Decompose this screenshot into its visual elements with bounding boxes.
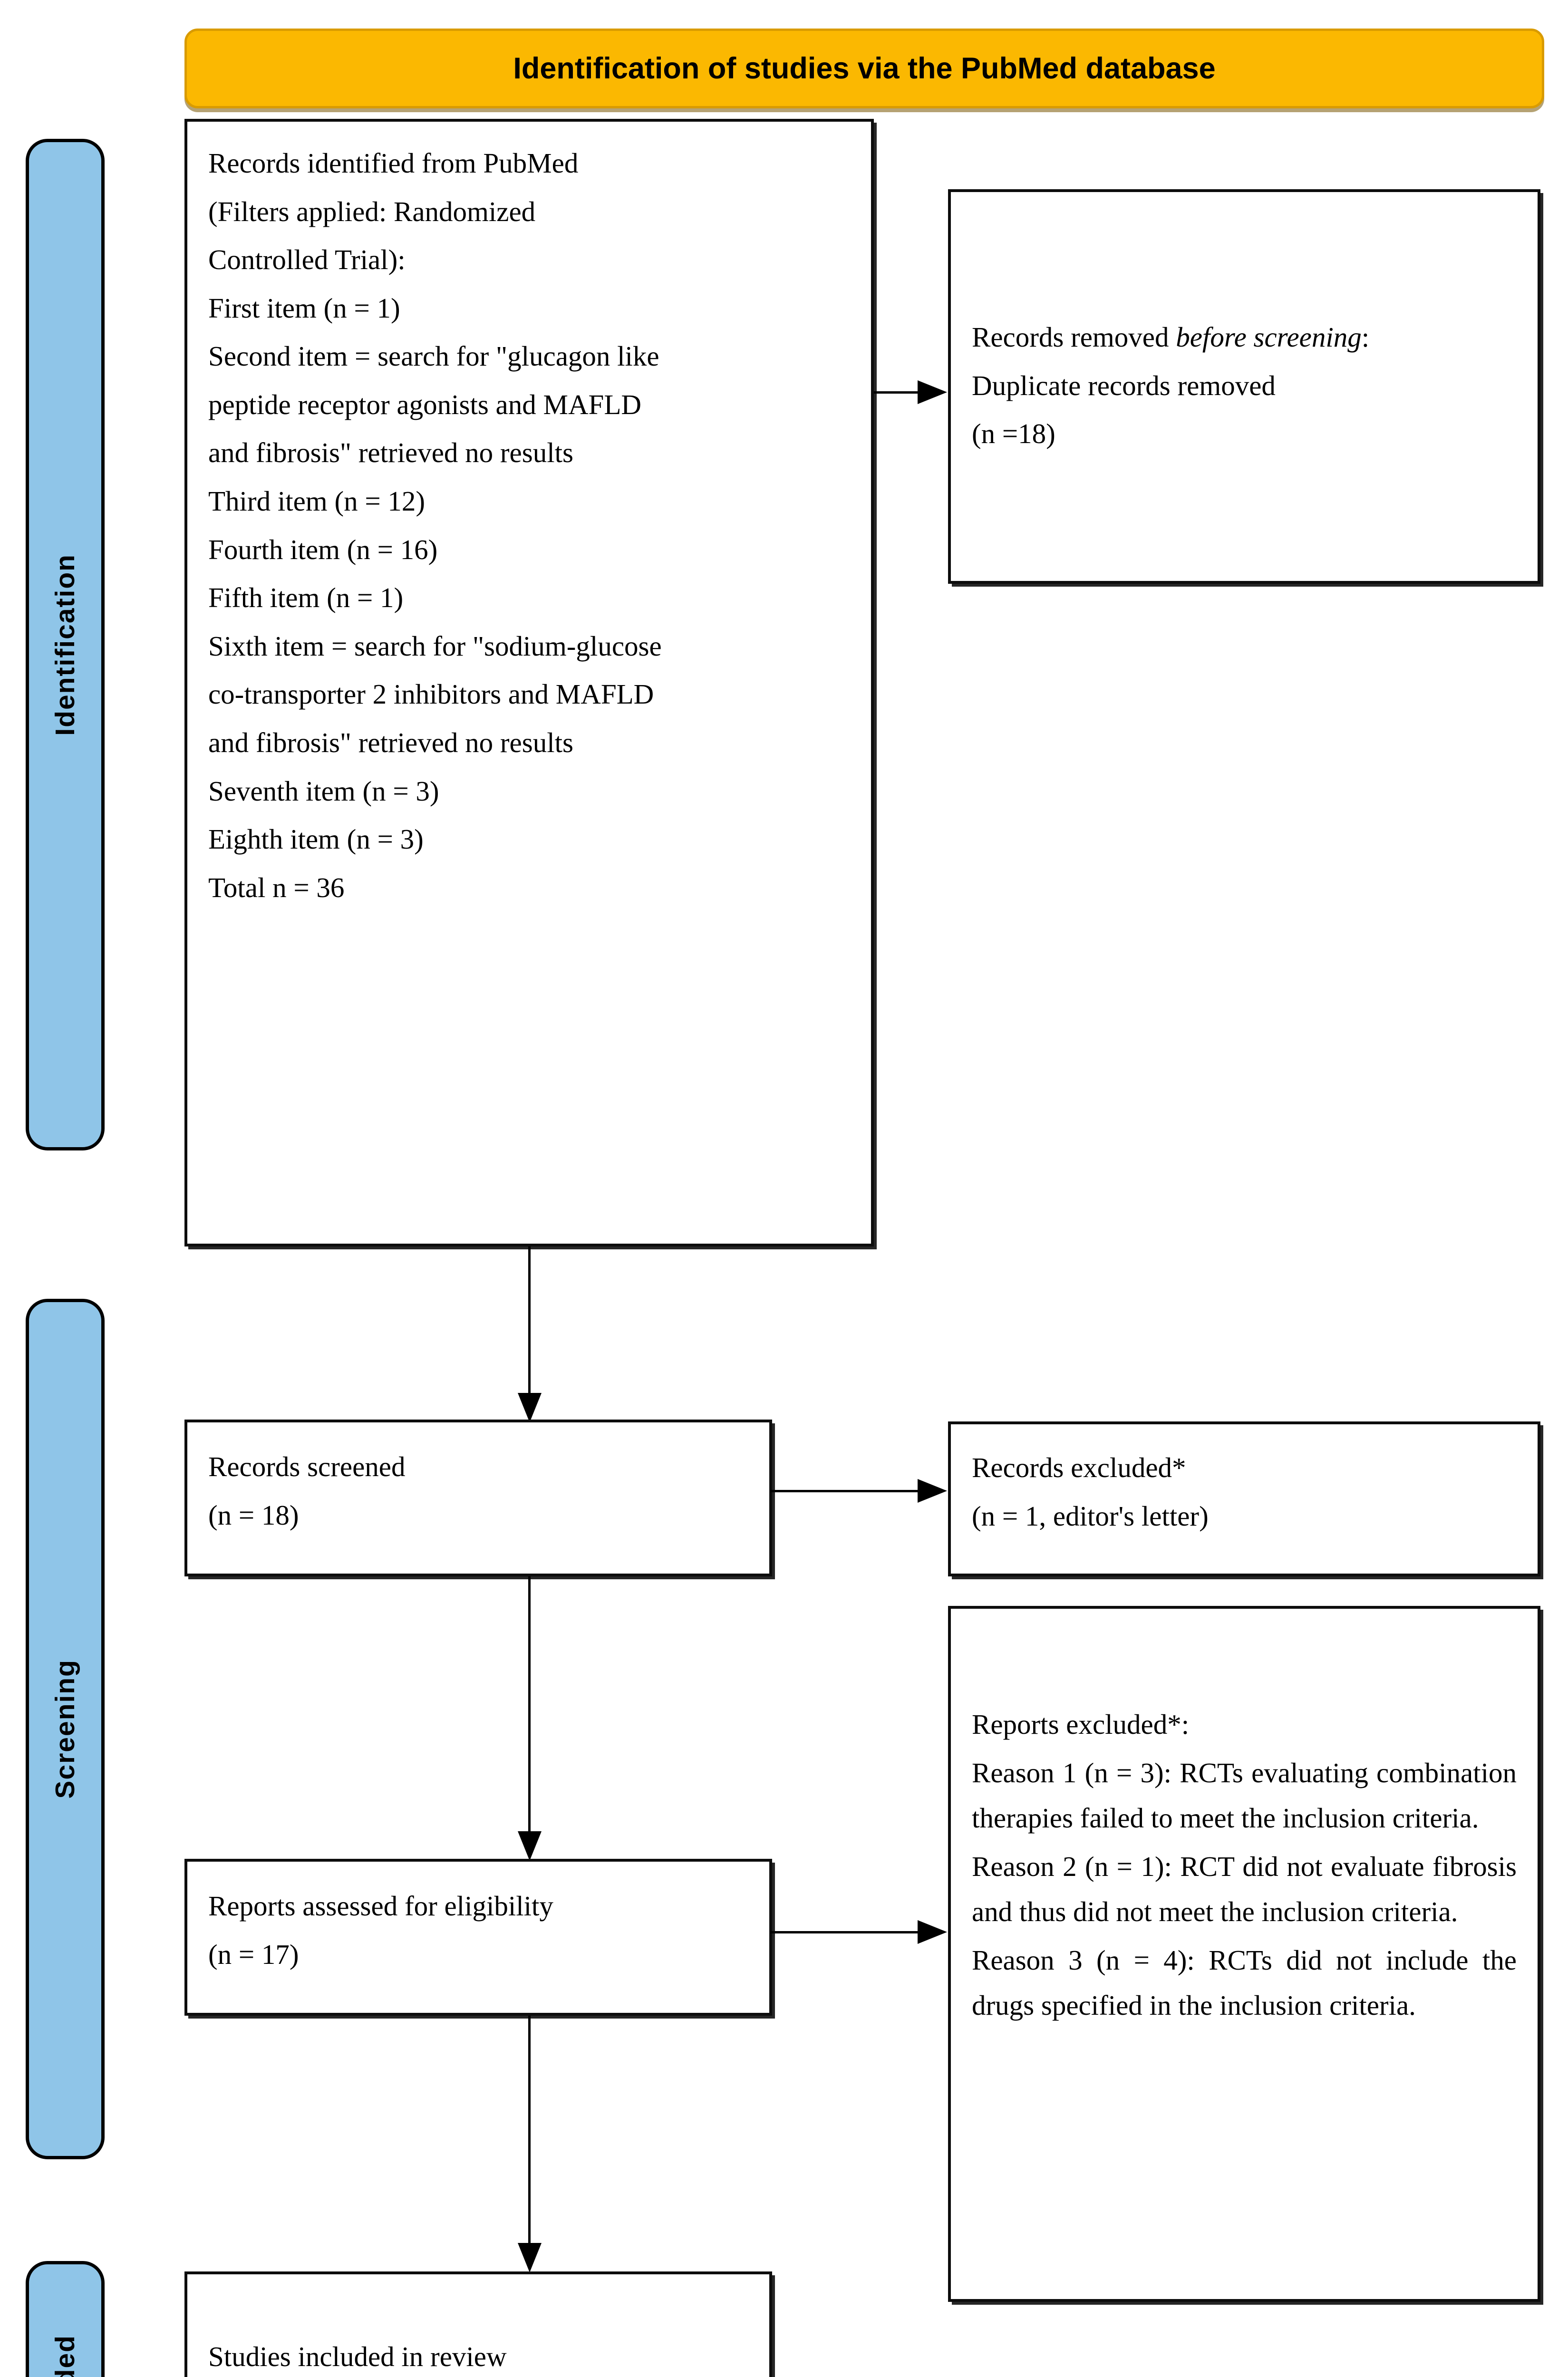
box-line: Records screened	[208, 1451, 406, 1482]
arrowhead-identified-to-screened	[518, 1393, 542, 1422]
box-records-screened: Records screened (n = 18)	[184, 1420, 772, 1576]
box-line: First item (n = 1)	[208, 292, 400, 324]
box-line: Third item (n = 12)	[208, 485, 426, 517]
box-records-removed: Records removed before screening: Duplic…	[948, 189, 1540, 584]
connector-identified-to-screened	[528, 1246, 531, 1403]
arrowhead-identified-to-removed	[918, 380, 947, 404]
box-line: (Filters applied: Randomized	[208, 195, 536, 227]
arrowhead-assessed-to-included	[518, 2243, 542, 2272]
arrowhead-screened-to-assessed	[518, 1831, 542, 1861]
stage-tab-included: Included	[26, 2261, 105, 2377]
box-line: co-transporter 2 inhibitors and MAFLD	[208, 678, 654, 710]
connector-screened-to-excluded	[770, 1490, 919, 1492]
box-records-identified-body: Records identified from PubMed (Filters …	[187, 122, 871, 925]
box-records-screened-body: Records screened (n = 18)	[187, 1422, 769, 1552]
connector-assessed-to-included	[528, 2016, 531, 2253]
header-banner: Identification of studies via the PubMed…	[184, 29, 1544, 108]
stage-tab-identification: Identification	[26, 139, 105, 1150]
stage-tab-screening-label: Screening	[50, 1659, 80, 1799]
box-records-excluded: Records excluded* (n = 1, editor's lette…	[948, 1421, 1540, 1576]
reports-excluded-reason-1: Reason 1 (n = 3): RCTs evaluating combin…	[972, 1757, 1517, 1834]
reports-excluded-reason-3: Reason 3 (n = 4): RCTs did not include t…	[972, 1944, 1517, 2021]
box-line: Reports assessed for eligibility	[208, 1890, 553, 1922]
box-line: and fibrosis" retrieved no results	[208, 437, 573, 469]
connector-assessed-to-reports-excluded	[770, 1931, 919, 1933]
box-line: Duplicate records removed	[972, 369, 1276, 401]
box-line: Fourth item (n = 16)	[208, 533, 438, 565]
box-line: Records identified from PubMed	[208, 147, 579, 179]
reports-excluded-heading: Reports excluded*:	[972, 1709, 1190, 1740]
reports-excluded-reason-2: Reason 2 (n = 1): RCT did not evaluate f…	[972, 1850, 1517, 1928]
box-studies-included-body: Studies included in review (n = 9)	[187, 2274, 769, 2377]
stage-tab-identification-label: Identification	[50, 553, 80, 736]
records-removed-prefix: Records removed	[972, 321, 1176, 353]
arrowhead-assessed-to-reports-excluded	[918, 1920, 947, 1944]
box-line: Fifth item (n = 1)	[208, 582, 404, 614]
stage-tab-included-label: Included	[49, 2335, 81, 2377]
box-line: peptide receptor agonists and MAFLD	[208, 388, 642, 420]
connector-screened-to-assessed	[528, 1576, 531, 1842]
box-line: Controlled Trial):	[208, 244, 406, 276]
box-reports-assessed-body: Reports assessed for eligibility (n = 17…	[187, 1862, 769, 1991]
box-records-identified: Records identified from PubMed (Filters …	[184, 119, 874, 1246]
connector-identified-to-removed	[874, 391, 933, 394]
header-banner-title: Identification of studies via the PubMed…	[513, 52, 1216, 85]
box-line: (n = 18)	[208, 1499, 299, 1531]
box-line: and fibrosis" retrieved no results	[208, 726, 573, 758]
box-line: (n = 17)	[208, 1938, 299, 1970]
records-removed-suffix: :	[1361, 321, 1370, 353]
box-line: (n =18)	[972, 418, 1055, 450]
box-line: Studies included in review	[208, 2341, 507, 2372]
stage-tab-screening: Screening	[26, 1299, 105, 2159]
box-records-excluded-body: Records excluded* (n = 1, editor's lette…	[951, 1424, 1538, 1553]
box-line: Seventh item (n = 3)	[208, 775, 439, 807]
box-line: Eighth item (n = 3)	[208, 823, 424, 855]
box-reports-excluded: Reports excluded*: Reason 1 (n = 3): RCT…	[948, 1606, 1540, 2302]
box-line: (n = 1, editor's letter)	[972, 1500, 1209, 1532]
box-line: Sixth item = search for "sodium-glucose	[208, 630, 662, 662]
arrowhead-screened-to-excluded	[918, 1479, 947, 1503]
box-line: Records excluded*	[972, 1452, 1186, 1483]
box-reports-assessed: Reports assessed for eligibility (n = 17…	[184, 1859, 772, 2016]
box-reports-excluded-body: Reports excluded*: Reason 1 (n = 3): RCT…	[951, 1609, 1538, 2043]
box-studies-included: Studies included in review (n = 9)	[184, 2271, 772, 2377]
box-line: Total n = 36	[208, 871, 345, 903]
box-line-records-removed-heading: Records removed before screening:	[972, 315, 1517, 360]
records-removed-italic: before screening	[1176, 321, 1362, 353]
box-records-removed-body: Records removed before screening: Duplic…	[951, 192, 1538, 471]
box-line: Second item = search for "glucagon like	[208, 340, 659, 372]
